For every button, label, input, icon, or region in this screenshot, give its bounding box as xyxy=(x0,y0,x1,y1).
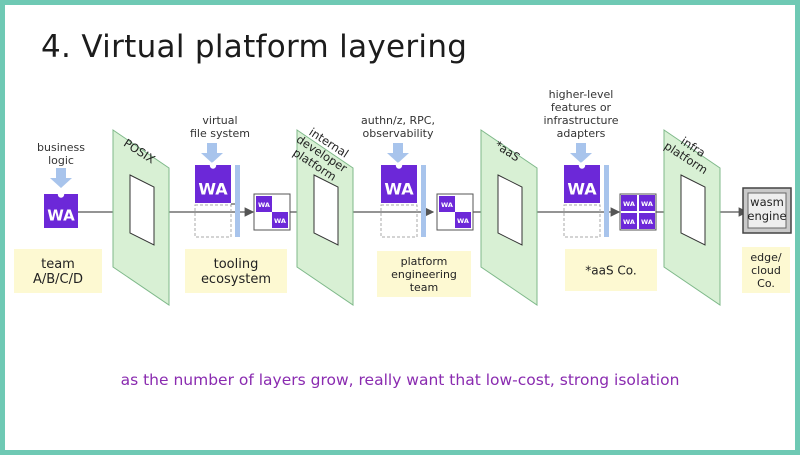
panel-posix: POSIX xyxy=(112,129,170,306)
wa-label: WA xyxy=(384,180,414,199)
layer-bar-platform xyxy=(421,165,426,237)
note-box xyxy=(14,249,102,293)
wa-notch xyxy=(395,162,403,169)
wa-block-body xyxy=(195,165,231,203)
mini-wa-label: WA xyxy=(258,201,270,209)
label-authn-rpc-observability: authn/z, RPC,observability xyxy=(361,114,435,140)
caption: as the number of layers grow, really wan… xyxy=(120,371,680,389)
panel-infra-platform: infraplatform xyxy=(662,129,721,306)
wa-block-platform: WA xyxy=(381,162,417,203)
wa-notch xyxy=(209,162,217,169)
panel-window xyxy=(313,174,339,246)
note-box xyxy=(377,251,471,297)
panel-window xyxy=(497,174,523,246)
layer-bar-aas xyxy=(604,165,609,237)
mini-wa-block xyxy=(639,213,655,229)
note-aas-co: *aaS Co. xyxy=(565,249,657,291)
mini-wa-label: WA xyxy=(274,217,286,225)
arrow-shaft xyxy=(576,143,586,154)
dashed-slot-tooling xyxy=(194,204,232,238)
mini-stack-1: WA WA xyxy=(253,193,291,231)
engine-inner xyxy=(747,192,787,229)
arrow-head xyxy=(50,178,72,188)
mini-wa-block xyxy=(272,212,288,228)
arrow-head xyxy=(570,153,592,163)
mini-wa-block xyxy=(455,212,471,228)
mini-wa-block xyxy=(256,196,272,212)
note-box xyxy=(742,247,790,293)
mini-wa-label: WA xyxy=(641,218,653,226)
mini-wa-label: WA xyxy=(441,201,453,209)
mini-wa-label: WA xyxy=(641,200,653,208)
mini-wa-label: WA xyxy=(623,200,635,208)
panel-internal-developer-platform: internaldeveloperplatform xyxy=(290,125,354,306)
note-aas-co-text: *aaS Co. xyxy=(585,263,636,277)
mini-stack-2: WA WA xyxy=(436,193,474,231)
wa-notch xyxy=(57,191,65,198)
mini-wa-block xyxy=(639,195,655,211)
wa-label: WA xyxy=(47,207,75,225)
wa-notch xyxy=(578,162,586,169)
page-title: 4. Virtual platform layering xyxy=(41,29,468,65)
mini-wa-label: WA xyxy=(623,218,635,226)
arrow-authn-rpc xyxy=(387,143,409,163)
wa-block-body xyxy=(564,165,600,203)
wa-label: WA xyxy=(567,180,597,199)
layer-bar-tooling xyxy=(235,165,240,237)
wa-label: WA xyxy=(198,180,228,199)
dashed-slot-aas xyxy=(563,204,601,238)
note-box xyxy=(185,249,287,293)
mini-stack-3: WA WA WA WA xyxy=(619,193,657,231)
mini-wa-block xyxy=(621,213,637,229)
arrow-virtual-file-system xyxy=(201,143,223,163)
arrow-higher-level xyxy=(570,143,592,163)
panel-window xyxy=(129,174,155,246)
panel-aas: *aaS xyxy=(480,129,538,306)
panel-window xyxy=(680,174,706,246)
wa-block-tooling: WA xyxy=(195,162,231,203)
wa-block-body xyxy=(381,165,417,203)
note-box xyxy=(565,249,657,291)
arrow-head xyxy=(201,153,223,163)
mini-wa-label: WA xyxy=(457,217,469,225)
wa-block-body xyxy=(44,194,78,228)
wa-block-aas: WA xyxy=(564,162,600,203)
layering-diagram: POSIX internaldeveloperplatform *aaS infrap… xyxy=(14,88,792,306)
mini-wa-block xyxy=(439,196,455,212)
arrow-shaft xyxy=(207,143,217,154)
arrow-business-logic xyxy=(50,168,72,188)
wa-block-team: WA xyxy=(44,191,78,228)
dashed-slot-platform xyxy=(380,204,418,238)
arrow-head xyxy=(387,153,409,163)
arrow-shaft xyxy=(393,143,403,154)
mini-wa-block xyxy=(621,195,637,211)
arrow-shaft xyxy=(56,168,66,179)
